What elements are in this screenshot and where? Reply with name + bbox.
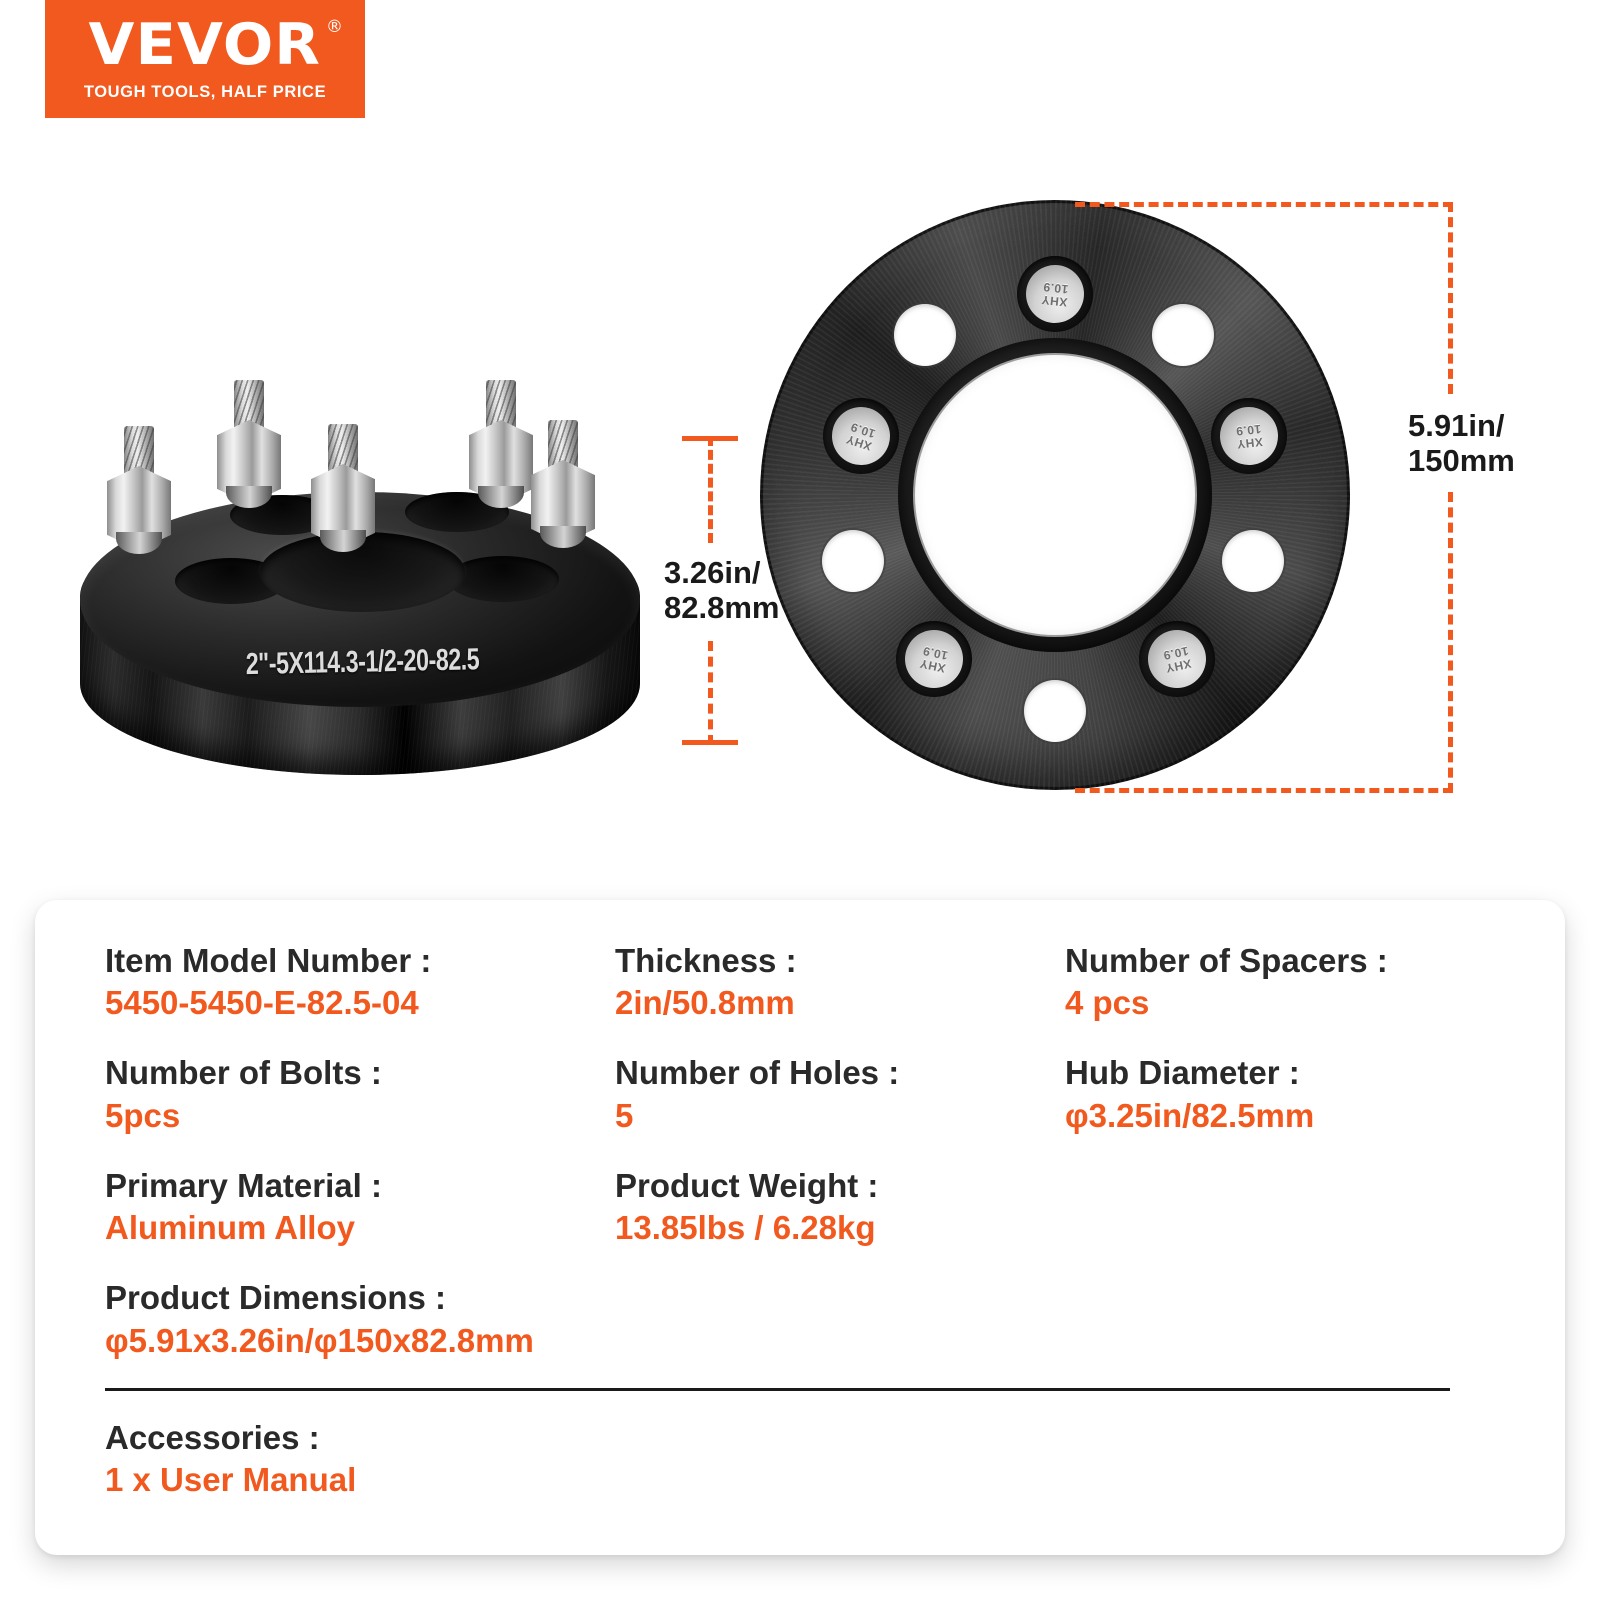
spec-item-thickness: Thickness : 2in/50.8mm xyxy=(615,940,1065,1024)
spec-label: Accessories : xyxy=(105,1418,320,1456)
wheel-spacer-perspective-image: 2"-5X114.3-1/2-20-82.5 xyxy=(75,380,650,820)
bolt-head-marking: XHY 10.9 xyxy=(1023,262,1087,326)
spec-item-hub-diameter: Hub Diameter : φ3.25in/82.5mm xyxy=(1065,1052,1495,1136)
bolt-head: XHY 10.9 xyxy=(1211,398,1287,474)
spec-value: 5pcs xyxy=(105,1096,181,1134)
product-image-stage: 2"-5X114.3-1/2-20-82.5 XHY 10.9 XHY 10.9… xyxy=(0,140,1600,880)
spec-label: Number of Bolts : xyxy=(105,1054,382,1092)
spec-value: φ5.91x3.26in/φ150x82.8mm xyxy=(105,1321,534,1359)
spec-item-number-of-bolts: Number of Bolts : 5pcs xyxy=(105,1052,615,1136)
stud-collar xyxy=(478,486,524,508)
stud-collar xyxy=(116,532,162,554)
lug-hole xyxy=(894,304,956,366)
spacer-center-bore xyxy=(260,532,465,612)
bolt-grade-text: 10.9 xyxy=(1042,279,1069,297)
spec-item-primary-material: Primary Material : Aluminum Alloy xyxy=(105,1165,615,1249)
spec-item-empty xyxy=(1065,1165,1495,1249)
stud-collar xyxy=(320,530,366,552)
bolt-head: XHY 10.9 xyxy=(1139,621,1215,697)
bolt-head: XHY 10.9 xyxy=(823,398,899,474)
dimension-extension-bottom xyxy=(1075,788,1453,793)
spec-item-number-of-holes: Number of Holes : 5 xyxy=(615,1052,1065,1136)
spec-item-product-dimensions: Product Dimensions : φ5.91x3.26in/φ150x8… xyxy=(105,1277,1495,1361)
specifications-grid: Item Model Number : 5450-5450-E-82.5-04 … xyxy=(105,940,1495,1362)
dimension-line-lower xyxy=(708,641,713,745)
spec-divider xyxy=(105,1387,1450,1391)
dimension-extension-top xyxy=(1075,202,1453,207)
dimension-line-upper xyxy=(1448,202,1453,394)
spec-value: 5450-5450-E-82.5-04 xyxy=(105,984,419,1022)
dimension-line-upper xyxy=(708,436,713,543)
spec-value: φ3.25in/82.5mm xyxy=(1065,1096,1315,1134)
specifications-card: Item Model Number : 5450-5450-E-82.5-04 … xyxy=(35,900,1565,1555)
brand-banner: VEVOR ® TOUGH TOOLS, HALF PRICE xyxy=(45,0,365,118)
spec-item-accessories: Accessories : 1 x User Manual xyxy=(105,1417,1495,1501)
bolt-head-marking: XHY 10.9 xyxy=(1217,404,1281,468)
bolt-stud xyxy=(465,380,537,508)
spec-value: 13.85lbs / 6.28kg xyxy=(615,1209,876,1247)
bolt-head-marking: XHY 10.9 xyxy=(824,399,898,473)
bolt-head: XHY 10.9 xyxy=(896,621,972,697)
lug-hole xyxy=(1024,680,1086,742)
stud-collar xyxy=(226,486,272,508)
bolt-head: XHY 10.9 xyxy=(1017,256,1093,332)
spec-item-number-of-spacers: Number of Spacers : 4 pcs xyxy=(1065,940,1495,1024)
registered-trademark-icon: ® xyxy=(325,16,344,37)
bolt-stud xyxy=(307,424,379,552)
lug-hole xyxy=(447,556,559,602)
bolt-head-marking: XHY 10.9 xyxy=(899,624,969,694)
spec-value: 4 pcs xyxy=(1065,984,1150,1022)
lug-hole xyxy=(822,530,884,592)
brand-wordmark: VEVOR ® xyxy=(89,16,343,74)
spec-label: Number of Spacers : xyxy=(1065,942,1388,979)
spec-label: Thickness : xyxy=(615,942,797,979)
spec-value: Aluminum Alloy xyxy=(105,1209,355,1247)
spacer-center-bore xyxy=(915,355,1195,635)
lug-hole xyxy=(1222,530,1284,592)
spec-label: Product Weight : xyxy=(615,1166,879,1204)
spec-label: Number of Holes : xyxy=(615,1054,900,1092)
thickness-dimension-label: 3.26in/ 82.8mm xyxy=(664,555,780,626)
diameter-dimension-label: 5.91in/ 150mm xyxy=(1408,408,1515,479)
spec-label: Product Dimensions : xyxy=(105,1279,447,1317)
dimension-cap-bottom xyxy=(682,740,738,745)
bolt-stud xyxy=(213,380,285,508)
spec-item-model-number: Item Model Number : 5450-5450-E-82.5-04 xyxy=(105,940,615,1024)
stud-collar xyxy=(540,526,586,548)
spec-label: Primary Material : xyxy=(105,1166,382,1204)
spec-value: 1 x User Manual xyxy=(105,1461,357,1499)
spec-value: 5 xyxy=(615,1096,634,1134)
bolt-stud xyxy=(103,426,175,554)
brand-tagline: TOUGH TOOLS, HALF PRICE xyxy=(83,82,327,101)
brand-wordmark-text: VEVOR xyxy=(88,11,322,78)
spec-value: 2in/50.8mm xyxy=(615,984,795,1022)
bolt-head-marking: XHY 10.9 xyxy=(1142,624,1212,694)
spec-item-product-weight: Product Weight : 13.85lbs / 6.28kg xyxy=(615,1165,1065,1249)
wheel-spacer-face-image: XHY 10.9 XHY 10.9 XHY 10.9 XHY 10.9 XHY xyxy=(760,200,1350,790)
spec-label: Item Model Number : xyxy=(105,942,432,979)
lug-hole xyxy=(1152,304,1214,366)
bolt-grade-text: 10.9 xyxy=(1235,421,1262,439)
bolt-stud xyxy=(527,420,599,548)
dimension-line-lower xyxy=(1448,492,1453,793)
spec-label: Hub Diameter : xyxy=(1065,1054,1300,1092)
